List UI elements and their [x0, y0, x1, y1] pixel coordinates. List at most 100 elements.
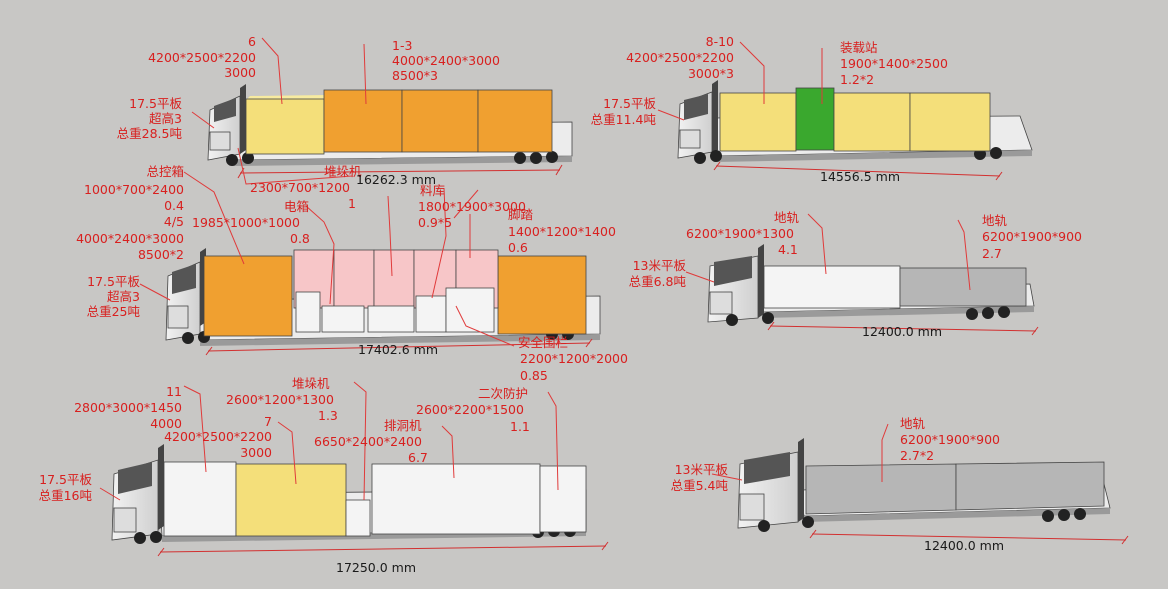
cargo-label-weight: 0.8 [290, 231, 310, 246]
leader-lines [99, 37, 971, 501]
annotations: 17.5平板 超高3 总重28.5吨 6 4200*2500*2200 3000… [39, 34, 1082, 575]
cargo-label-size: 1900*1400*2500 [840, 56, 948, 71]
cargo-label-id: 8-10 [706, 34, 734, 49]
truck-6-rail-label: 地轨 6200*1900*900 2.7*2 [900, 416, 1000, 463]
cargo-label-size: 1800*1900*3000 [418, 199, 526, 214]
cargo-label-id: 11 [166, 384, 182, 399]
cargo-label-name: 排洞机 [384, 418, 422, 433]
truck-3-cab [165, 248, 206, 341]
cargo-label-weight: 4.1 [778, 242, 798, 257]
cargo-label-name: 电箱 [284, 199, 309, 214]
truck-4-length-dimension: 12400.0 mm [862, 324, 942, 339]
cargo-label-weight: 0.9*5 [418, 215, 452, 230]
truck-6-label-line-2: 总重5.4吨 [671, 478, 729, 493]
truck-5-cab [111, 444, 164, 541]
cargo-box-orange [323, 89, 553, 153]
cargo-box-white [345, 499, 371, 537]
cargo-box-orange [203, 255, 293, 337]
cargo-box-gray [899, 267, 1027, 307]
truck-5-label-line-2: 总重16吨 [39, 488, 93, 503]
cargo-label-weight: 0.85 [520, 368, 548, 383]
truck-5-cargo [163, 461, 587, 537]
truck-2-dimension-line [713, 161, 1003, 181]
truck-1-label-line-2: 超高3 [149, 111, 182, 126]
truck-1-cargo-6-label: 6 4200*2500*2200 3000 [148, 34, 256, 80]
cargo-label-name: 地轨 [982, 213, 1008, 228]
cargo-label-weight: 2.7 [982, 246, 1002, 261]
cargo-label-weight: 1.3 [318, 408, 338, 423]
truck-4 [707, 244, 1039, 336]
cargo-label-size: 4000*2400*3000 [76, 231, 184, 246]
cargo-label-id: 1-3 [392, 38, 412, 53]
truck-3-safety-fence-label: 安全围栏 2200*1200*2000 0.85 [518, 335, 628, 383]
truck-5-dimension-line [157, 541, 609, 557]
cargo-label-size: 2300*700*1200 [250, 180, 350, 195]
truck-1-label-line-1: 17.5平板 [129, 96, 182, 111]
cargo-label-size: 4200*2500*2200 [148, 50, 256, 65]
truck-1 [207, 84, 573, 179]
cargo-label-size: 1400*1200*1400 [508, 224, 616, 239]
truck-5-stacker-label: 堆垛机 2600*1200*1300 1.3 [226, 376, 338, 423]
truck-2-loading-station-label: 装载站 1900*1400*2500 1.2*2 [840, 40, 948, 87]
truck-1-cargo [245, 89, 553, 155]
truck-5-cargo-11-label: 11 2800*3000*1450 4000 [74, 384, 182, 431]
truck-6-cargo [805, 461, 1105, 515]
truck-4-label-line-2: 总重6.8吨 [629, 274, 687, 289]
truck-2 [677, 80, 1033, 181]
truck-4-cargo [763, 265, 1027, 309]
truck-4-cab [707, 244, 764, 323]
truck-6-wheels [758, 508, 1086, 532]
cargo-label-weight: 1 [348, 196, 356, 211]
cargo-label-weight: 8500*3 [392, 68, 438, 83]
truck-4-label-line-1: 13米平板 [633, 258, 687, 273]
cargo-label-size: 4000*2400*3000 [392, 53, 500, 68]
cargo-label-name: 堆垛机 [324, 164, 362, 179]
cargo-label-size: 6650*2400*2400 [314, 434, 422, 449]
cargo-label-weight: 0.4 [164, 198, 184, 213]
truck-6 [737, 438, 1129, 545]
cargo-box-white [539, 465, 587, 533]
cargo-label-name: 脚踏 [508, 207, 534, 222]
cargo-label-name: 堆垛机 [292, 376, 330, 391]
cargo-box-yellow [909, 92, 991, 152]
cargo-label-weight: 1.1 [510, 419, 530, 434]
truck-6-length-dimension: 12400.0 mm [924, 538, 1004, 553]
cargo-label-name: 二次防护 [478, 386, 528, 401]
cargo-label-name: 地轨 [900, 416, 926, 431]
cargo-label-size: 6200*1900*900 [900, 432, 1000, 447]
cargo-label-weight: 4000 [150, 416, 182, 431]
cargo-label-id: 6 [248, 34, 256, 49]
truck-2-length-dimension: 14556.5 mm [820, 169, 900, 184]
truck-2-cargo [719, 87, 991, 152]
truck-3 [165, 248, 601, 356]
cargo-label-size: 4200*2500*2200 [626, 50, 734, 65]
cargo-box-yellow [719, 92, 797, 152]
truck-2-cab [677, 80, 718, 159]
truck-5-length-dimension: 17250.0 mm [336, 560, 416, 575]
truck-2-label-line-2: 总重11.4吨 [591, 112, 657, 127]
truck-3-label-line-1: 17.5平板 [87, 274, 140, 289]
cargo-label-size: 6200*1900*900 [982, 229, 1082, 244]
cargo-box-white [163, 461, 237, 537]
cargo-label-weight: 2.7*2 [900, 448, 934, 463]
cargo-box-orange [497, 255, 587, 335]
cargo-label-id: 7 [264, 414, 272, 429]
truck-5-secondary-protection-label: 二次防护 2600*2200*1500 1.1 [416, 386, 530, 434]
truck-6-label-line-1: 13米平板 [675, 462, 729, 477]
truck-5-label-line-1: 17.5平板 [39, 472, 92, 487]
cargo-box-white [371, 463, 541, 535]
truck-2-cargo-8-10-label: 8-10 4200*2500*2200 3000*3 [626, 34, 734, 81]
truck-1-cargo-1-3-label: 1-3 4000*2400*3000 8500*3 [392, 38, 500, 83]
truck-1-cab [207, 84, 246, 161]
truck-4-label: 13米平板 总重6.8吨 [629, 258, 687, 289]
cargo-box-yellow [833, 92, 911, 152]
truck-1-label-line-3: 总重28.5吨 [117, 126, 183, 141]
cargo-label-size: 1985*1000*1000 [192, 215, 300, 230]
truck-1-stacker-label: 堆垛机 2300*700*1200 1 [250, 164, 362, 211]
truck-6-dimension-line [809, 529, 1129, 545]
truck-3-pedal-label: 脚踏 1400*1200*1400 0.6 [508, 207, 616, 255]
truck-3-label-line-2: 超高3 [107, 289, 140, 304]
cargo-label-weight: 3000 [240, 445, 272, 460]
truck-3-label-line-3: 总重25吨 [87, 304, 141, 319]
